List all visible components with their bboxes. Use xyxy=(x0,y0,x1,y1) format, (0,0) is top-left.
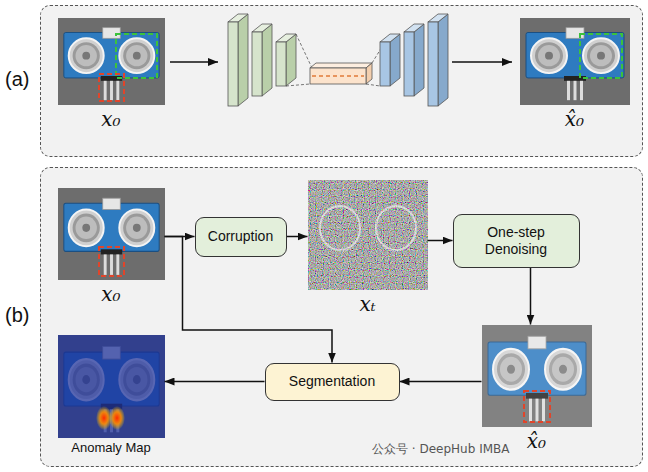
image-panel: Anomaly Map xyxy=(58,335,165,438)
sensor-image xyxy=(58,18,165,105)
highlight-box xyxy=(116,34,157,78)
panel-tag: (b) xyxy=(5,304,29,326)
label-holder: Anomaly Map xyxy=(28,440,195,455)
image-caption: Anomaly Map xyxy=(71,440,150,455)
image-caption: xₜ xyxy=(359,292,375,316)
panel-ground xyxy=(40,167,643,467)
label-holder: x̂₀ xyxy=(490,107,648,131)
connector-arrow xyxy=(165,381,265,383)
box-label: Segmentation xyxy=(289,373,375,390)
watermark: 公众号 · DeepHub IMBA xyxy=(372,442,509,456)
connector-arrow xyxy=(530,268,532,325)
label-holder: 公众号 · DeepHub IMBA xyxy=(372,441,509,458)
image-panel: x̂₀ xyxy=(520,18,630,105)
process-box: One-step Denoising xyxy=(453,214,580,268)
box-label: Corruption xyxy=(208,228,273,245)
noisy-image xyxy=(308,180,428,290)
anomaly-map-image xyxy=(58,335,165,438)
label-holder: xₜ xyxy=(278,292,458,316)
process-box: Segmentation xyxy=(265,363,400,401)
connector-arrow xyxy=(428,240,453,242)
image-caption: x₀ xyxy=(101,282,120,306)
image-panel: xₜ xyxy=(308,180,428,290)
image-caption: x̂₀ xyxy=(527,429,546,453)
flow-arrow xyxy=(170,61,218,63)
highlight-box xyxy=(580,34,622,78)
image-caption: x̂₀ xyxy=(565,107,584,131)
image-haze xyxy=(482,325,592,427)
label-holder: (a) xyxy=(5,68,29,91)
dashed-panel: (a)x₀x̂₀ xyxy=(40,5,643,157)
flow-arrow xyxy=(452,61,512,63)
image-caption: x₀ xyxy=(101,107,120,131)
autoencoder xyxy=(228,14,448,106)
sensor-image xyxy=(58,188,165,280)
label-holder: x₀ xyxy=(28,107,195,131)
highlight-box xyxy=(99,247,124,276)
connector-arrow xyxy=(287,236,308,238)
panel-tag: (a) xyxy=(5,68,29,90)
image-panel: x₀ xyxy=(58,18,165,105)
label-holder: x₀ xyxy=(28,282,195,306)
image-panel: x̂₀ xyxy=(482,325,592,427)
connector-arrow xyxy=(400,381,482,383)
label-holder: (b) xyxy=(5,304,29,327)
sensor-image xyxy=(482,325,592,427)
image-panel: x₀ xyxy=(58,188,165,280)
sensor-image xyxy=(520,18,630,105)
box-label: One-step Denoising xyxy=(460,224,573,258)
highlight-box xyxy=(524,391,550,422)
dashed-panel: (b)x₀CorruptionxₜOne-step Denoisingx̂₀Se… xyxy=(40,167,643,467)
process-box: Corruption xyxy=(195,217,287,257)
panel-ground xyxy=(40,5,643,157)
highlight-box xyxy=(99,74,124,101)
